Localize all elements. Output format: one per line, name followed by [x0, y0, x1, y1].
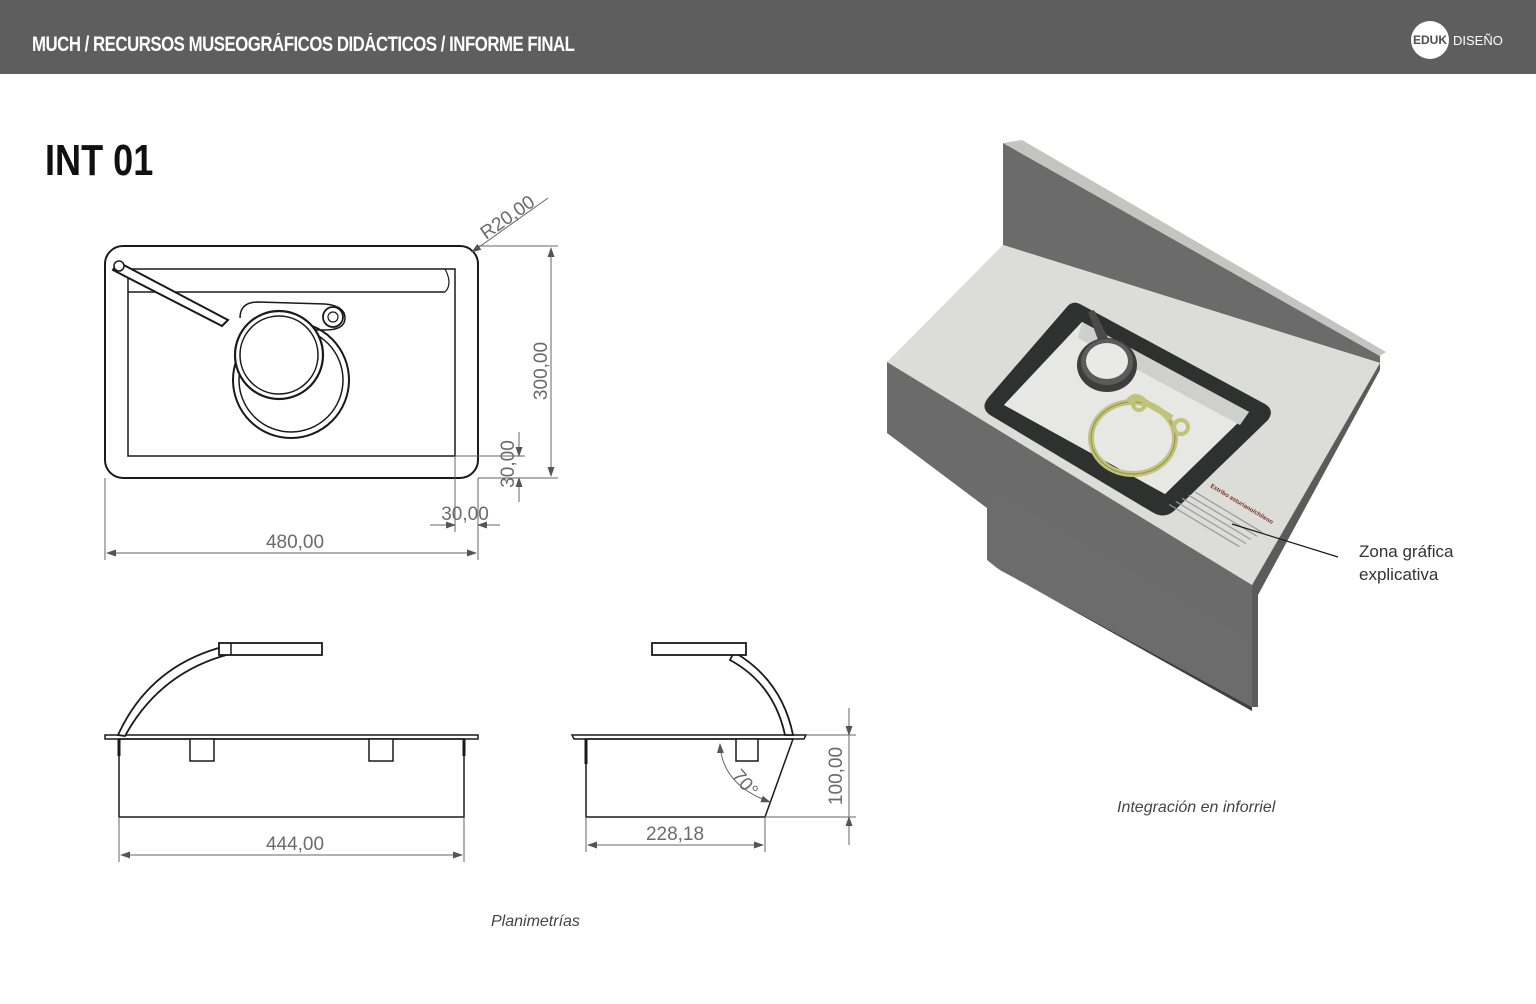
front-view-arm [116, 644, 232, 737]
magnifier-3d [1077, 310, 1137, 392]
header-title: MUCH / RECURSOS MUSEOGRÁFICOS DIDÁCTICOS… [32, 33, 575, 56]
side-view [570, 642, 808, 818]
magnifier-arm [111, 260, 230, 328]
dim-width-480: 480,00 [266, 532, 324, 553]
caption-integration: Integración en inforriel [1117, 799, 1276, 816]
callout-line2: explicativa [1359, 565, 1439, 584]
callout-label: Zona gráfica explicativa [1359, 540, 1454, 586]
dim-height-300: 300,00 [531, 342, 552, 400]
top-view-outer-frame [104, 245, 479, 479]
callout-line1: Zona gráfica [1359, 542, 1454, 561]
logo-mark-text: EDUK [1412, 33, 1447, 47]
logo-mark: EDUK [1411, 21, 1449, 59]
top-view-inner-opening [127, 268, 456, 457]
side-view-arm [728, 650, 795, 736]
magnifier-lens [233, 309, 325, 401]
dim-depth: 228,18 [646, 824, 704, 845]
rail-lower-cabinet [987, 485, 1252, 707]
side-view-box [585, 738, 795, 818]
integration-render: Estribo asturiano/chileno [887, 140, 1386, 711]
header-bar: MUCH / RECURSOS MUSEOGRÁFICOS DIDÁCTICOS… [0, 0, 1536, 74]
dim-inner-offset: 30,00 [498, 440, 519, 488]
dim-width-444: 444,00 [266, 834, 324, 855]
front-view-box [118, 738, 465, 818]
logo-word: DISEÑO [1453, 33, 1503, 48]
callout-leader [1231, 523, 1339, 558]
dim-radius: R20,00 [477, 192, 539, 244]
top-view [104, 245, 479, 479]
rail-back-wall [1003, 143, 1380, 363]
display-frame [984, 302, 1271, 516]
front-view [104, 642, 479, 818]
dim-side-offset: 30,00 [441, 504, 489, 525]
page-title: INT 01 [45, 136, 154, 185]
stirrup [1088, 394, 1190, 477]
dim-height-100: 100,00 [826, 747, 847, 805]
caption-plans: Planimetrías [491, 913, 580, 930]
